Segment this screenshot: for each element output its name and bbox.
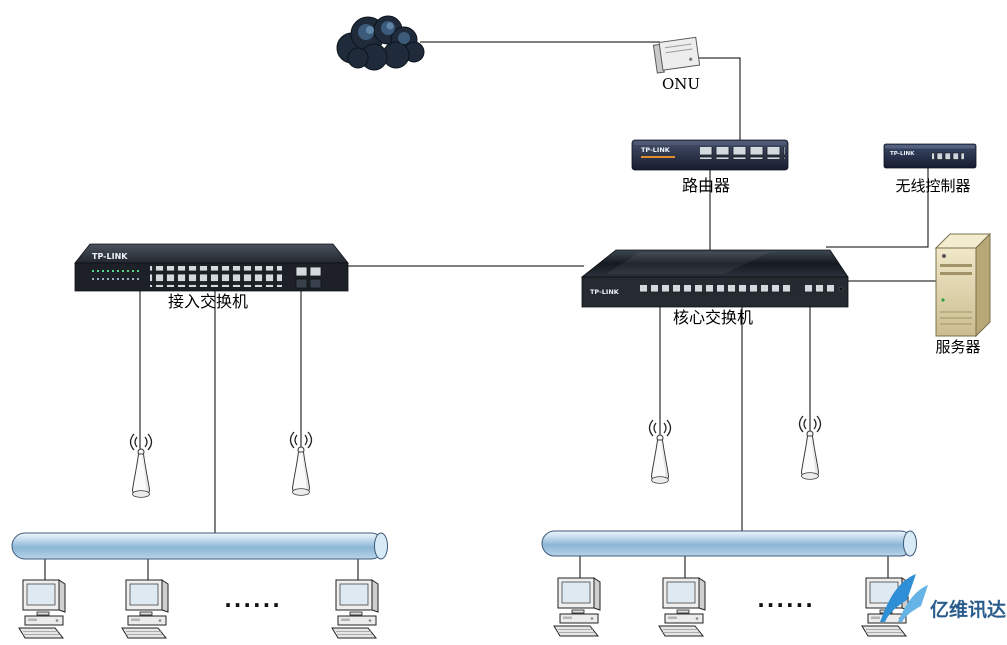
watermark-logo-accent bbox=[898, 585, 928, 622]
pc-4 bbox=[553, 577, 601, 637]
pc-1 bbox=[18, 579, 66, 639]
access-switch-ports bbox=[150, 266, 282, 287]
links bbox=[44, 41, 938, 580]
router-label: 路由器 bbox=[682, 176, 730, 195]
access-switch-label: 接入交换机 bbox=[168, 292, 248, 311]
server-device bbox=[934, 232, 992, 338]
watermark-text: 亿维讯达 bbox=[930, 598, 1006, 621]
core-switch-brand: TP-LINK bbox=[590, 288, 620, 296]
wireless-controller-brand: TP-LINK bbox=[890, 151, 915, 157]
onu-label: ONU bbox=[662, 75, 700, 93]
watermark: 亿维讯达 bbox=[880, 574, 1006, 622]
pc-2 bbox=[121, 579, 169, 639]
ellipsis-left: ...... bbox=[224, 588, 282, 612]
core-switch-sfp-ports bbox=[801, 283, 834, 294]
router-brand: TP-LINK bbox=[641, 146, 671, 154]
bus-segment-left bbox=[11, 532, 388, 560]
bus-segment-right bbox=[541, 530, 917, 557]
pc-3 bbox=[331, 579, 379, 639]
router-ports bbox=[700, 147, 785, 159]
onu-device bbox=[652, 36, 701, 74]
link-wireless-controller-core-switch bbox=[826, 166, 929, 248]
link-onu-router bbox=[696, 57, 741, 142]
wireless-controller-ports bbox=[932, 151, 964, 161]
ellipsis-right: ...... bbox=[757, 588, 815, 612]
access-switch-device: TP-LINK bbox=[74, 243, 349, 292]
core-switch-ports bbox=[640, 283, 794, 294]
server-label: 服务器 bbox=[935, 338, 980, 356]
internet-cloud bbox=[336, 15, 425, 71]
wireless-ap-1 bbox=[129, 433, 153, 499]
watermark-logo bbox=[880, 574, 916, 622]
core-switch-label: 核心交换机 bbox=[673, 308, 753, 327]
wireless-controller-device: TP-LINK bbox=[883, 143, 977, 169]
core-switch-device: TP-LINK bbox=[580, 249, 849, 308]
pc-5 bbox=[658, 577, 706, 637]
wireless-controller-label: 无线控制器 bbox=[895, 177, 970, 195]
access-switch-brand: TP-LINK bbox=[92, 252, 128, 261]
router-device: TP-LINK bbox=[631, 139, 789, 171]
